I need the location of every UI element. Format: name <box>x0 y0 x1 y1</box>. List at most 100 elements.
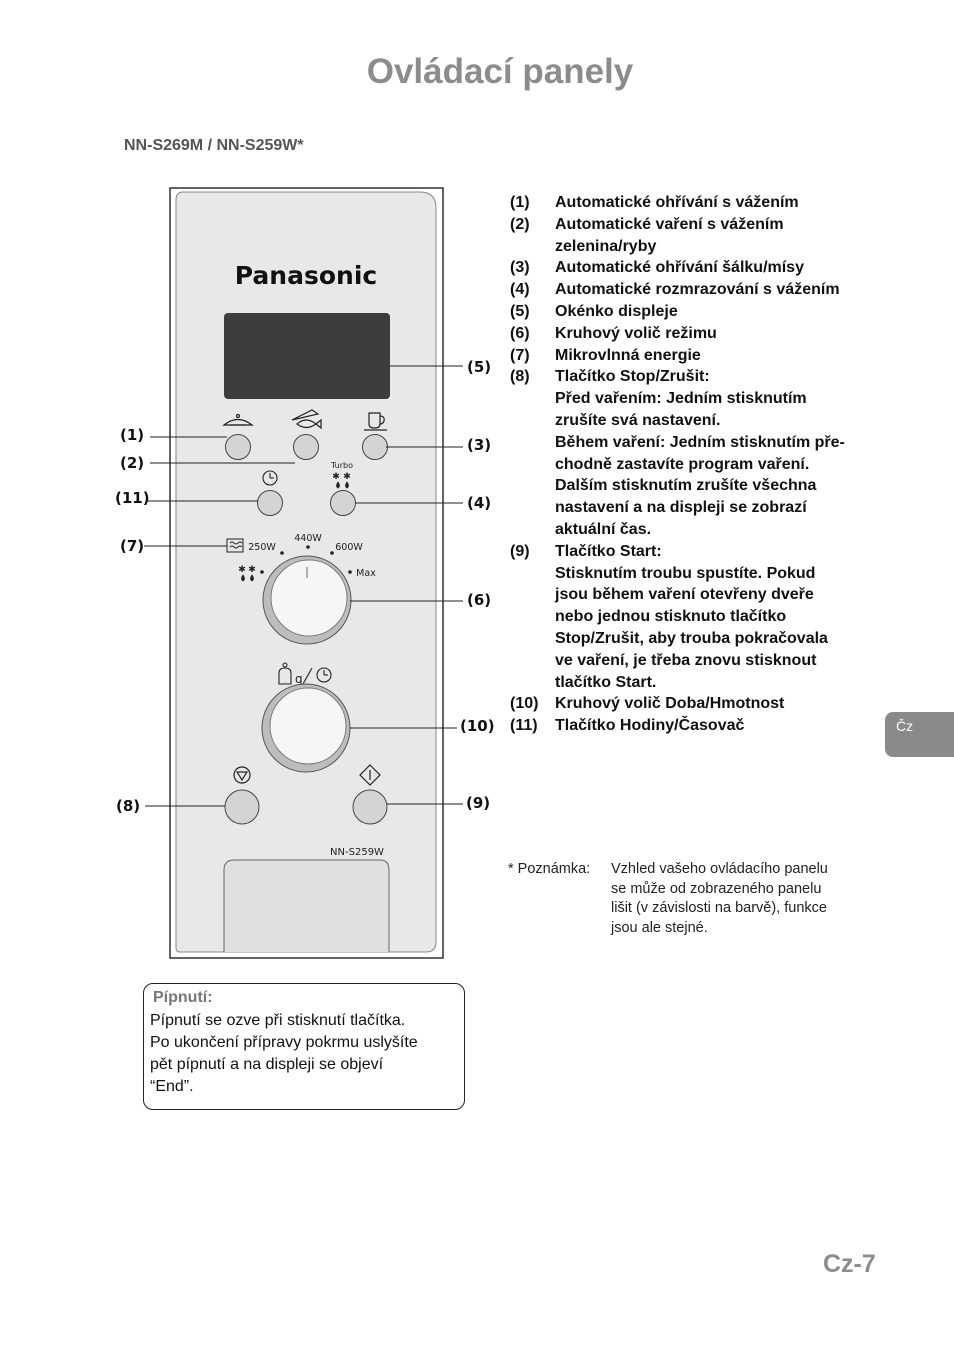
callout-8: (8) <box>116 797 140 815</box>
legend-line: Automatické ohřívání šálku/mísy <box>555 259 804 277</box>
legend-line: Stop/Zrušit, aby trouba pokračovala <box>555 629 828 647</box>
weight-icon <box>278 662 292 685</box>
button-clock-timer <box>257 490 283 516</box>
legend-text: Automatické ohřívání s vážením <box>555 192 890 214</box>
defrost-icon: ✱ ✱ <box>332 472 351 489</box>
legend-line: tlačítko Start. <box>555 673 657 691</box>
callout-5: (5) <box>467 358 491 376</box>
model-note: * Poznámka: Vzhled vašeho ovládacího pan… <box>508 860 868 938</box>
legend-text: Kruhový volič režimu <box>555 323 890 345</box>
legend-text: Kruhový volič Doba/Hmotnost <box>555 693 890 715</box>
legend-line: nebo jednou stisknuto tlačítko <box>555 608 787 626</box>
legend-item: (6) Kruhový volič režimu <box>510 323 890 345</box>
page-title: Ovládací panely <box>366 52 634 91</box>
callout-10: (10) <box>460 717 495 735</box>
legend-number: (10) <box>510 695 539 713</box>
stop-cancel-button <box>224 789 260 825</box>
legend-list: (1) Automatické ohřívání s vážením (2) Auto… <box>510 192 890 737</box>
callout-11: (11) <box>115 489 150 507</box>
legend-line: Kruhový volič režimu <box>555 324 717 342</box>
button-reheat <box>225 434 251 460</box>
legend-number: (2) <box>510 215 530 233</box>
callout-2: (2) <box>120 454 144 472</box>
legend-line: zrušíte svá nastavení. <box>555 411 721 429</box>
page-number: Cz-7 <box>823 1250 876 1278</box>
callout-6: (6) <box>467 591 491 609</box>
beep-text: Pípnutí se ozve při stisknutí tlačítka. … <box>150 1012 418 1095</box>
display-window <box>224 313 390 399</box>
time-weight-dial <box>261 683 351 773</box>
legend-number: (5) <box>510 302 530 320</box>
legend-number: (6) <box>510 324 530 342</box>
brand-logo: Panasonic <box>235 261 377 290</box>
legend-line: Mikrovlnná energie <box>555 346 701 364</box>
legend-item: (4) Automatické rozmrazování s vážením <box>510 279 890 301</box>
model-heading: NN-S269M / NN-S259W* <box>124 137 304 154</box>
note-label: * Poznámka: <box>508 861 591 877</box>
legend-text: Automatické ohřívání šálku/mísy <box>555 257 890 279</box>
legend-line: jsou během vaření otevřeny dveře <box>555 586 814 604</box>
svg-text:✱: ✱ <box>332 472 340 482</box>
legend-item: (8)Tlačítko Stop/Zrušit:Před vařením: Je… <box>510 366 890 540</box>
weight-unit: g <box>295 672 303 686</box>
legend-text: Automatické rozmrazování s vážením <box>555 279 890 301</box>
callout-3: (3) <box>467 436 491 454</box>
legend-line: Dalším stisknutím zrušíte všechna <box>555 477 817 495</box>
language-label: Čz <box>896 718 914 734</box>
callout-9: (9) <box>466 794 490 812</box>
legend-line: Tlačítko Stop/Zrušit: <box>555 368 710 386</box>
legend-number: (4) <box>510 281 530 299</box>
legend-line: Okénko displeje <box>555 302 678 320</box>
legend-item: (3) Automatické ohřívání šálku/mísy <box>510 257 890 279</box>
legend-item: (7) Mikrovlnná energie <box>510 345 890 367</box>
legend-line: Automatické ohřívání s vážením <box>555 194 799 211</box>
start-button <box>352 789 388 825</box>
timer-icon <box>316 667 332 683</box>
legend-line: Stisknutím troubu spustíte. Pokud <box>555 564 816 582</box>
note-text: Vzhled vašeho ovládacího panelu se může … <box>611 861 828 936</box>
start-icon <box>359 764 381 786</box>
legend-text: Tlačítko Start: Stisknutím troubu spustít… <box>555 541 890 694</box>
callout-7: (7) <box>120 537 144 555</box>
legend-number: (1) <box>510 194 530 211</box>
fish-vegetable-icon <box>291 409 322 430</box>
defrost-power-icon: ✱ ✱ <box>238 565 256 582</box>
legend-item: (9) Tlačítko Start: Stisknutím troubu spus… <box>510 541 890 694</box>
legend-line: zelenina/ryby <box>555 237 657 255</box>
power-max: Max <box>356 568 376 579</box>
cup-icon <box>364 412 387 431</box>
callout-lines <box>144 365 463 807</box>
button-defrost <box>330 490 356 516</box>
legend-item: (1) Automatické ohřívání s vážením <box>510 192 890 214</box>
legend-line: Tlačítko Hodiny/Časovač <box>555 717 745 735</box>
door-handle-recess <box>223 859 390 952</box>
legend-item: (11) Tlačítko Hodiny/Časovač <box>510 715 890 737</box>
legend-number: (11) <box>510 717 538 735</box>
callout-1: (1) <box>120 426 144 444</box>
legend-line: Tlačítko Start: <box>555 542 662 560</box>
power-600w: 600W <box>335 542 363 553</box>
legend-number: (9) <box>510 542 530 560</box>
legend-number: (3) <box>510 259 530 277</box>
stop-icon <box>233 766 251 784</box>
legend-text: Mikrovlnná energie <box>555 345 890 367</box>
legend-line: Automatické vaření s vážením <box>555 215 784 233</box>
legend-item: (5) Okénko displeje <box>510 301 890 323</box>
callout-4: (4) <box>467 494 491 512</box>
legend-text: Tlačítko Hodiny/Časovač <box>555 715 890 737</box>
svg-text:✱: ✱ <box>248 565 256 575</box>
legend-item: (2) Automatické vaření s vážením zelenina/… <box>510 214 890 258</box>
language-tab <box>885 712 954 757</box>
beep-info-box <box>143 983 465 1110</box>
legend-text: Tlačítko Stop/Zrušit:Před vařením: Jední… <box>555 366 890 540</box>
legend-item: (10) Kruhový volič Doba/Hmotnost <box>510 693 890 715</box>
legend-number: (7) <box>510 346 530 364</box>
button-cup <box>362 434 388 460</box>
legend-line: Automatické rozmrazování s vážením <box>555 281 840 299</box>
svg-text:✱: ✱ <box>343 472 351 482</box>
legend-line: aktuální čas. <box>555 520 652 538</box>
power-250w: 250W <box>248 542 276 553</box>
legend-line: ve vaření, je třeba znovu stisknout <box>555 651 817 669</box>
legend-line: nastavení a na displeji se zobrazí <box>555 499 807 517</box>
